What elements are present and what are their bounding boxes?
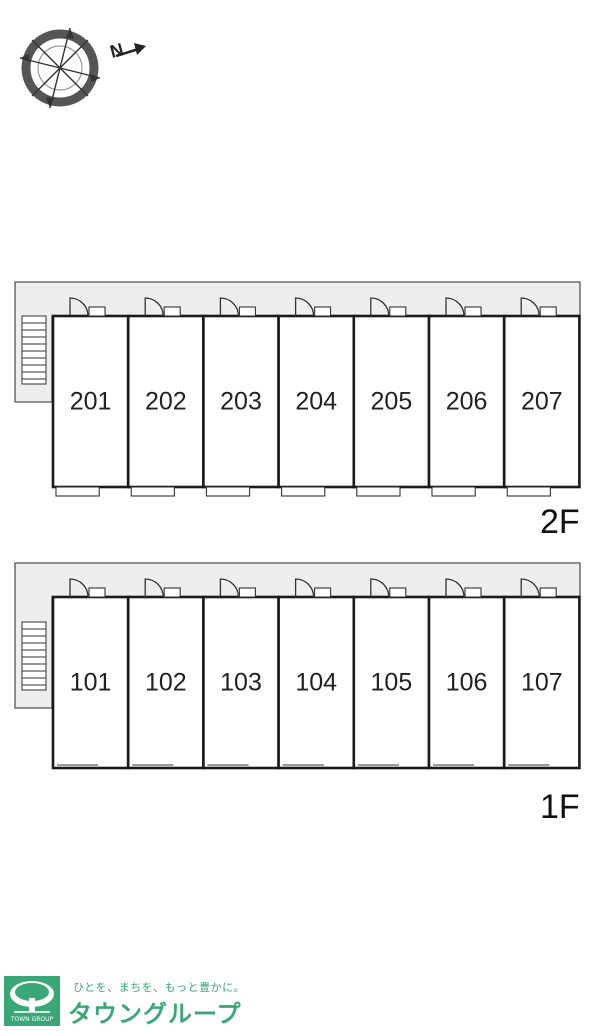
door-icon	[370, 297, 407, 317]
unit-202: 202	[126, 297, 205, 497]
unit-label: 206	[446, 388, 488, 416]
door-icon	[445, 297, 482, 317]
door-icon	[219, 297, 256, 317]
room-outline	[51, 314, 130, 489]
unit-label: 205	[371, 388, 413, 416]
stairs-1f	[21, 621, 47, 691]
door-icon	[294, 297, 332, 317]
door-icon	[370, 578, 407, 598]
room-outline	[352, 595, 431, 770]
compass-north-label: N	[108, 39, 126, 62]
door-icon	[144, 297, 181, 317]
door-icon	[445, 578, 482, 598]
unit-102: 102	[126, 578, 205, 770]
unit-205: 205	[352, 297, 431, 497]
unit-label: 103	[220, 669, 262, 697]
stairs-2f	[21, 315, 47, 385]
unit-label: 203	[220, 388, 262, 416]
unit-105: 105	[352, 578, 431, 770]
floor-label-1f: 1F	[540, 788, 580, 826]
unit-label: 204	[295, 388, 337, 416]
unit-label: 105	[371, 669, 413, 697]
room-outline	[126, 314, 205, 489]
unit-203: 203	[202, 297, 280, 497]
footer-brand: タウングループ	[68, 1000, 242, 1028]
balcony	[431, 486, 476, 497]
room-outline	[202, 314, 280, 489]
logo-text: TOWN GROUP	[10, 1016, 54, 1023]
balcony	[130, 486, 175, 497]
unit-101: 101	[51, 578, 130, 770]
compass-icon	[19, 27, 146, 109]
unit-207: 207	[502, 297, 581, 497]
unit-label: 207	[521, 388, 563, 416]
unit-label: 201	[70, 388, 112, 416]
balcony	[205, 486, 251, 497]
room-outline	[51, 595, 130, 770]
floor-label-2f: 2F	[540, 503, 580, 541]
balcony	[55, 486, 100, 497]
balcony	[356, 486, 401, 497]
unit-label: 106	[446, 669, 488, 697]
floor-2f-block: 201 202 203 204 205 206 207	[14, 281, 581, 497]
balcony	[281, 486, 326, 497]
unit-label: 102	[145, 669, 187, 697]
unit-103: 103	[202, 578, 280, 770]
door-icon	[520, 578, 557, 598]
unit-206: 206	[427, 297, 506, 497]
unit-label: 104	[295, 669, 337, 697]
door-icon	[219, 578, 256, 598]
room-outline	[427, 595, 506, 770]
town-group-logo: TOWN GROUP	[4, 976, 60, 1026]
unit-label: 202	[145, 388, 187, 416]
unit-204: 204	[277, 297, 356, 497]
door-icon	[294, 578, 332, 598]
unit-label: 107	[521, 669, 563, 697]
door-icon	[69, 578, 106, 598]
floor-1f-block: 101 102 103 104 105 106 107	[14, 562, 581, 770]
unit-104: 104	[277, 578, 356, 770]
room-outline	[502, 314, 581, 489]
unit-201: 201	[51, 297, 130, 497]
unit-106: 106	[427, 578, 506, 770]
unit-label: 101	[70, 669, 112, 697]
footer-tagline: ひとを、まちを、もっと豊かに。	[73, 981, 246, 994]
door-icon	[69, 297, 106, 317]
room-outline	[502, 595, 581, 770]
balcony	[506, 486, 551, 497]
unit-107: 107	[502, 578, 581, 770]
door-icon	[144, 578, 181, 598]
door-icon	[520, 297, 557, 317]
